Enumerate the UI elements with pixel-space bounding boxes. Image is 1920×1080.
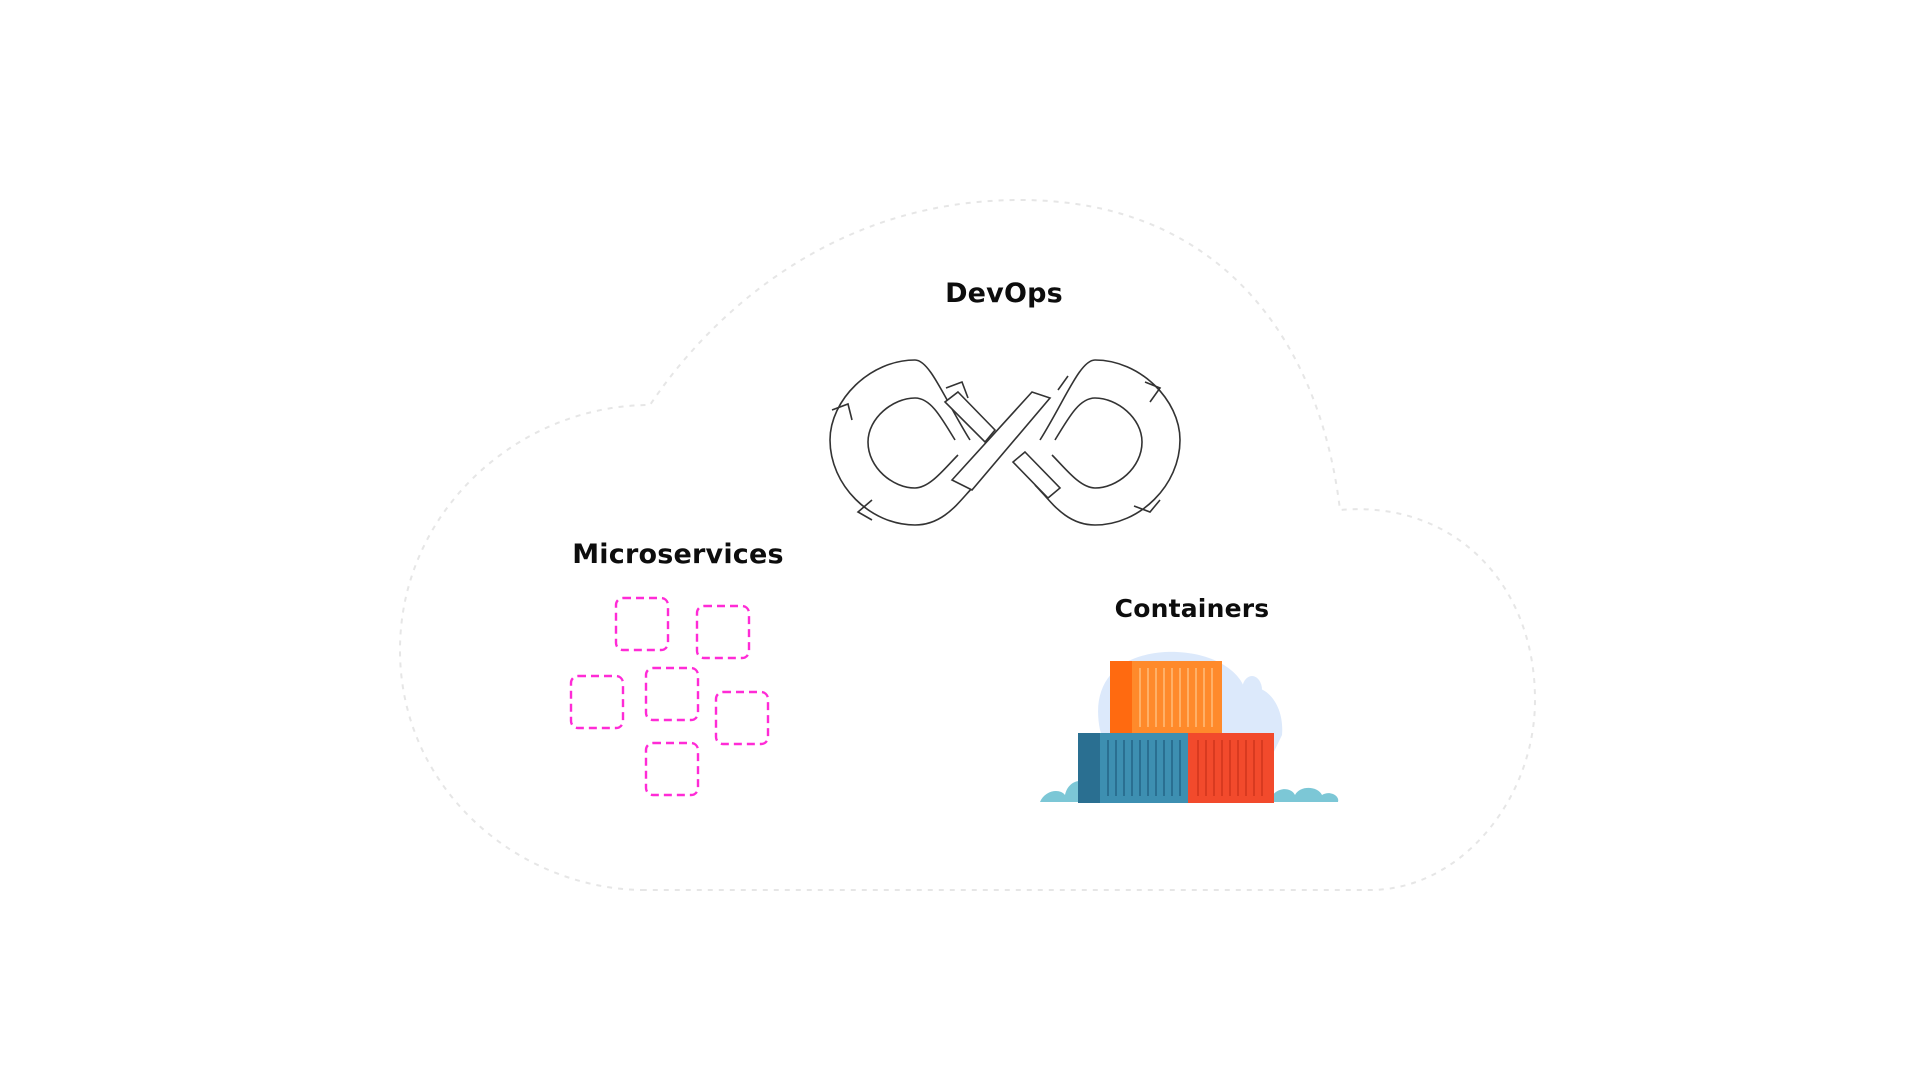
microservice-box-icon [569, 674, 625, 730]
shipping-container-icon [1188, 733, 1274, 803]
microservice-box-icon [614, 596, 670, 652]
microservice-box-icon [644, 666, 700, 722]
bush-right [1270, 787, 1339, 802]
containers-label: Containers [1114, 594, 1270, 623]
microservice-box-icon [695, 604, 751, 660]
shipping-container-icon [1110, 661, 1222, 733]
microservices-group [569, 596, 770, 797]
microservice-box-icon [714, 690, 770, 746]
shipping-container-icon [1078, 733, 1188, 803]
devops-infinity-icon [829, 359, 1181, 526]
microservices-label: Microservices [572, 539, 784, 570]
devops-label: DevOps [945, 278, 1063, 309]
containers-illustration [1040, 651, 1339, 803]
microservice-box-icon [644, 741, 700, 797]
cloud-outline [398, 198, 1537, 891]
